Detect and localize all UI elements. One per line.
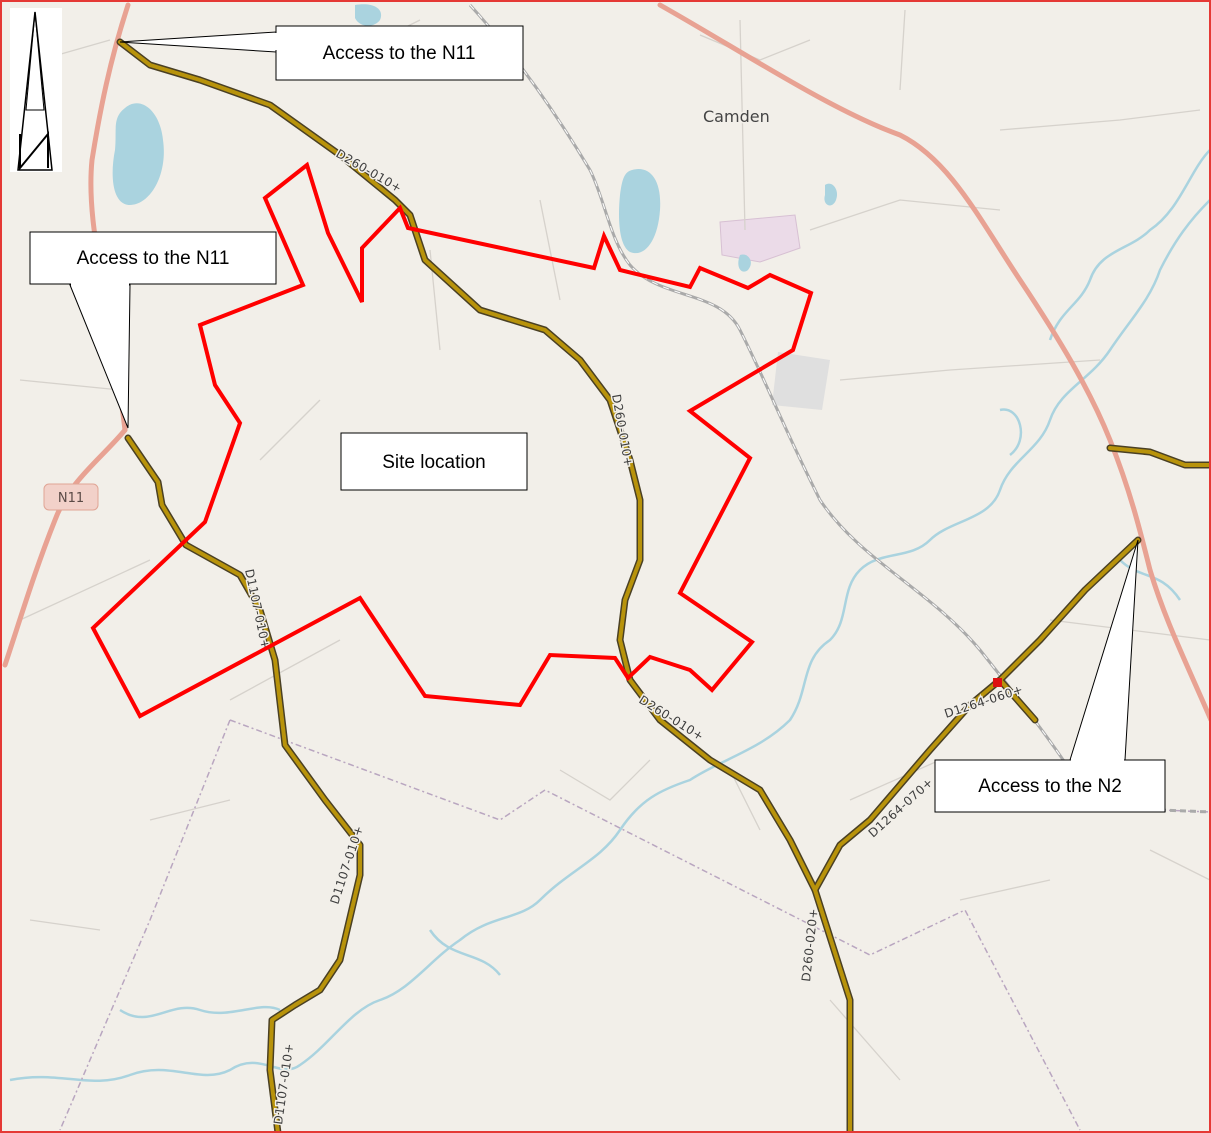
pond [738,254,751,272]
callout-n11-west: Access to the N11 [29,231,277,429]
pond [824,183,838,206]
lake-west [112,103,164,205]
lake-north [355,4,382,26]
callout-label: Access to the N11 [323,43,476,64]
callout-n2: Access to the N2 [934,539,1166,813]
place-label-camden: Camden [703,107,770,126]
road-shield-n11: N11 [43,483,99,511]
callout-label: Access to the N11 [77,248,230,269]
road-marker [993,678,1002,687]
railway-east [1159,808,1211,814]
callout-label: Access to the N2 [978,776,1122,797]
lake-camden [619,169,661,254]
callout-label: Site location [382,452,486,473]
site-boundary[interactable] [90,161,814,719]
callout-n11-north: Access to the N11 [119,25,524,81]
district-roads [116,38,1211,1133]
residential-area [719,214,801,263]
north-arrow-icon [10,8,62,172]
road-shield-label: N11 [58,491,84,506]
industrial-area [772,352,830,410]
minor-roads [19,9,1211,1081]
railway [468,3,1072,771]
callout-site: Site location [340,432,528,491]
